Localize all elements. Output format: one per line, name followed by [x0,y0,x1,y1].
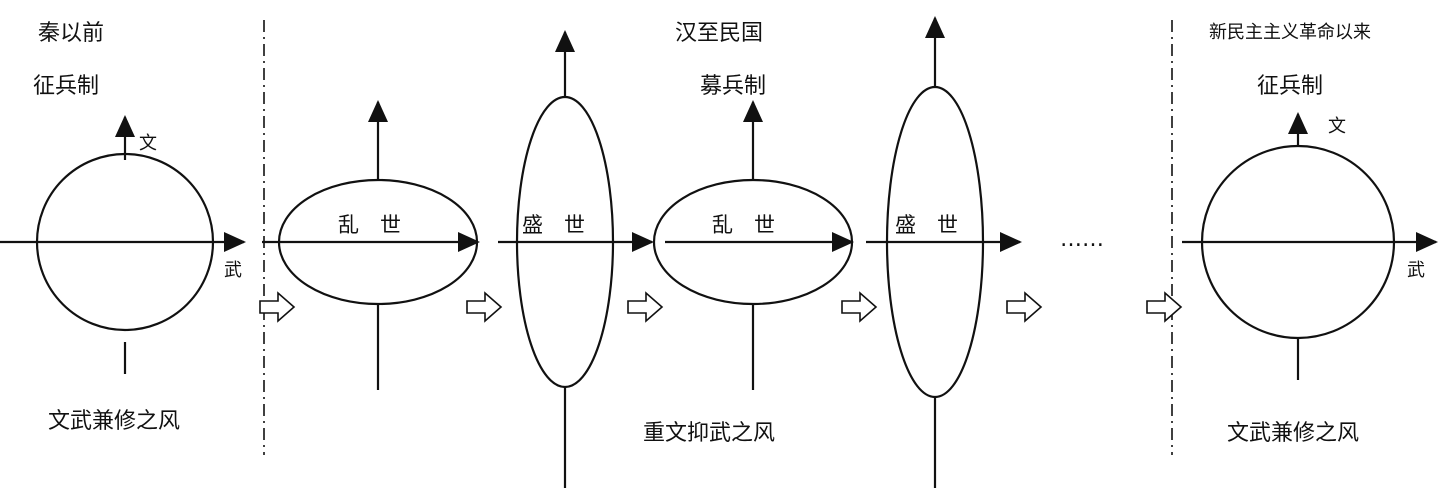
transition-arrow-4 [841,291,878,323]
shape-5-label: 盛 世 [895,213,958,237]
period-2-system: 募兵制 [700,74,766,99]
continuation-ellipsis: …… [1060,227,1104,252]
period-2-style: 重文抑武之风 [643,421,775,446]
period-1-title: 秦以前 [38,21,104,46]
period-1-system: 征兵制 [33,74,99,99]
axis-wu-label-1: 武 [224,260,242,281]
axis-wen-label-2: 文 [1328,116,1346,137]
axis-wen-label-1: 文 [139,133,157,154]
transition-arrow-1 [259,291,296,323]
transition-arrow-2 [466,291,503,323]
period-3-system: 征兵制 [1257,74,1323,99]
transition-arrow-5 [1006,291,1043,323]
shape-ellipse-shengshi-2 [866,16,1022,488]
period-3-style: 文武兼修之风 [1227,421,1359,446]
shape-circle-2 [1182,112,1438,380]
shape-circle-1 [0,115,246,374]
period-1-style: 文武兼修之风 [48,409,180,434]
transition-arrow-3 [627,291,664,323]
shape-3-label: 盛 世 [522,213,585,237]
shape-4-label: 乱 世 [712,213,775,237]
shape-ellipse-luanshi-2 [652,100,854,390]
transition-arrow-6 [1146,291,1183,323]
period-3-title: 新民主主义革命以来 [1209,22,1371,43]
shape-ellipse-luanshi-1 [262,100,480,390]
shape-2-label: 乱 世 [338,213,401,237]
transition-arrows [259,291,1183,323]
period-2-title: 汉至民国 [675,21,763,46]
axis-wu-label-2: 武 [1407,260,1425,281]
shape-ellipse-shengshi-1 [498,30,654,488]
